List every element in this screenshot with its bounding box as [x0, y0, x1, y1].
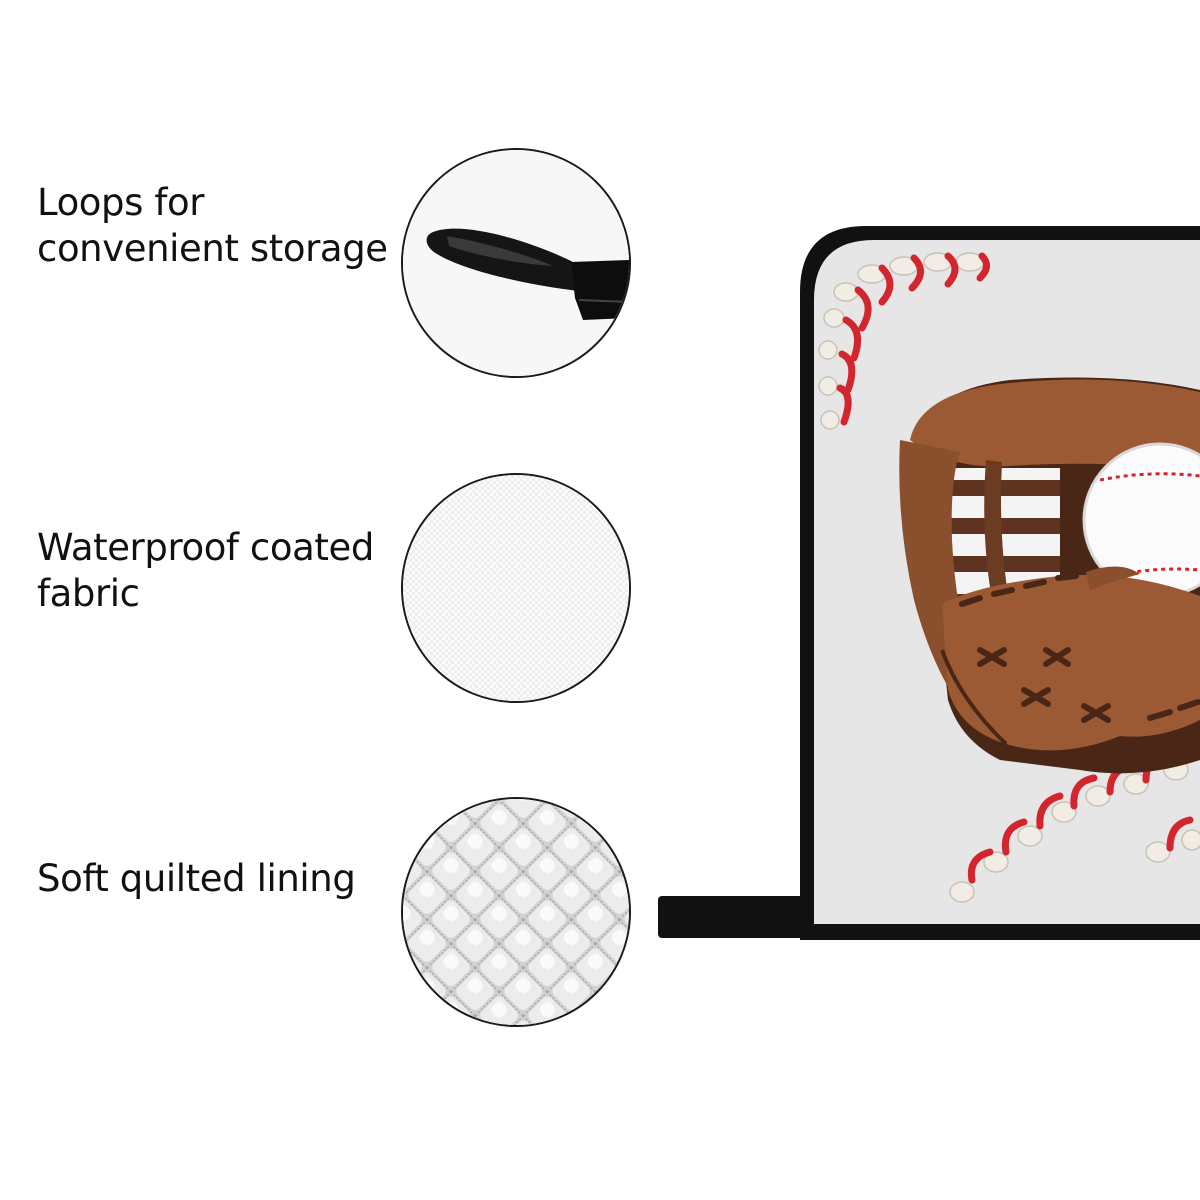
hanging-loop-icon: [403, 150, 629, 376]
feature-label-line: Soft quilted lining: [37, 857, 356, 900]
loop-detail-circle: [401, 148, 631, 378]
feature-label-fabric: Waterproof coated fabric: [37, 525, 374, 617]
feature-label-lining: Soft quilted lining: [37, 856, 356, 902]
feature-label-loops: Loops for convenient storage: [37, 180, 388, 272]
feature-label-line: convenient storage: [37, 227, 388, 270]
feature-label-line: fabric: [37, 572, 140, 615]
pot-holder-loop-tab: [658, 896, 828, 938]
quilted-lining-icon: [403, 799, 629, 1025]
baseball-stitches-top: [818, 252, 990, 430]
fabric-detail-circle: [401, 473, 631, 703]
quilt-detail-circle: [401, 797, 631, 1027]
feature-label-line: Waterproof coated: [37, 526, 374, 569]
feature-label-line: Loops for: [37, 181, 205, 224]
baseball-glove-illustration: [899, 377, 1200, 774]
fabric-texture-icon: [403, 475, 629, 701]
baseball-stitches-bottom: [949, 752, 1200, 903]
